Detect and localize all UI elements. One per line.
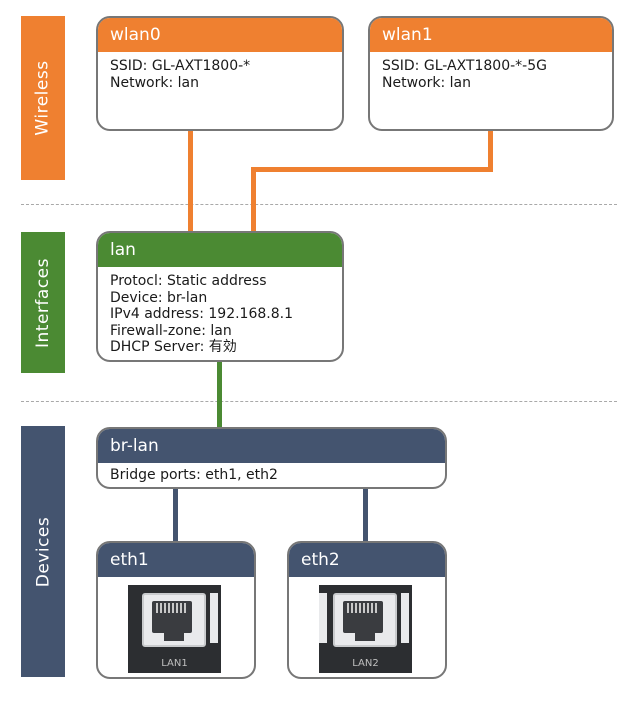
wlan0-title: wlan0 xyxy=(98,18,342,52)
wire-wlan1-down xyxy=(488,128,493,172)
lan-protocol: Protocl: Static address xyxy=(110,273,267,289)
lan-node: lan Protocl: Static address Device: br-l… xyxy=(96,231,344,362)
wire-wlan0-lan xyxy=(188,128,193,234)
br-lan-title: br-lan xyxy=(98,429,445,463)
eth2-port-label: LAN2 xyxy=(352,658,379,669)
eth2-node: eth2 LAN2 xyxy=(287,541,447,679)
lan-title: lan xyxy=(98,233,342,267)
br-lan-ports: Bridge ports: eth1, eth2 xyxy=(110,467,278,483)
lan-ipv4: IPv4 address: 192.168.8.1 xyxy=(110,306,293,322)
wireless-band: Wireless xyxy=(21,16,65,180)
wlan1-node: wlan1 SSID: GL-AXT1800-*-5G Network: lan xyxy=(368,16,614,131)
wire-lan-brlan xyxy=(217,358,222,430)
eth2-title: eth2 xyxy=(289,543,445,577)
wlan0-network: Network: lan xyxy=(110,74,199,91)
eth1-port-image: LAN1 xyxy=(128,585,221,673)
eth2-port-image: LAN2 xyxy=(319,585,412,673)
ethernet-jack-icon xyxy=(142,593,206,647)
lan-dhcp-server: DHCP Server: 有効 xyxy=(110,339,237,355)
wire-brlan-eth1 xyxy=(173,486,178,543)
interfaces-band: Interfaces xyxy=(21,232,65,373)
lan-device: Device: br-lan xyxy=(110,289,208,306)
separator-bottom xyxy=(21,401,617,402)
wire-wlan1-across xyxy=(251,167,493,172)
wlan0-ssid: SSID: GL-AXT1800-* xyxy=(110,58,251,74)
lan-firewall-zone: Firewall-zone: lan xyxy=(110,322,232,339)
separator-top xyxy=(21,204,617,205)
wlan1-title: wlan1 xyxy=(370,18,612,52)
devices-band-label: Devices xyxy=(33,516,53,587)
interfaces-band-label: Interfaces xyxy=(33,257,53,348)
wlan1-ssid: SSID: GL-AXT1800-*-5G xyxy=(382,58,547,74)
devices-band: Devices xyxy=(21,426,65,677)
wlan1-network: Network: lan xyxy=(382,74,471,91)
wire-brlan-eth2 xyxy=(363,486,368,543)
eth1-title: eth1 xyxy=(98,543,254,577)
wireless-band-label: Wireless xyxy=(33,60,54,136)
eth1-port-label: LAN1 xyxy=(161,658,188,669)
wlan0-node: wlan0 SSID: GL-AXT1800-* Network: lan xyxy=(96,16,344,131)
eth1-node: eth1 LAN1 xyxy=(96,541,256,679)
ethernet-jack-icon xyxy=(333,593,397,647)
wire-wlan1-lan xyxy=(251,167,256,234)
br-lan-node: br-lan Bridge ports: eth1, eth2 xyxy=(96,427,447,489)
